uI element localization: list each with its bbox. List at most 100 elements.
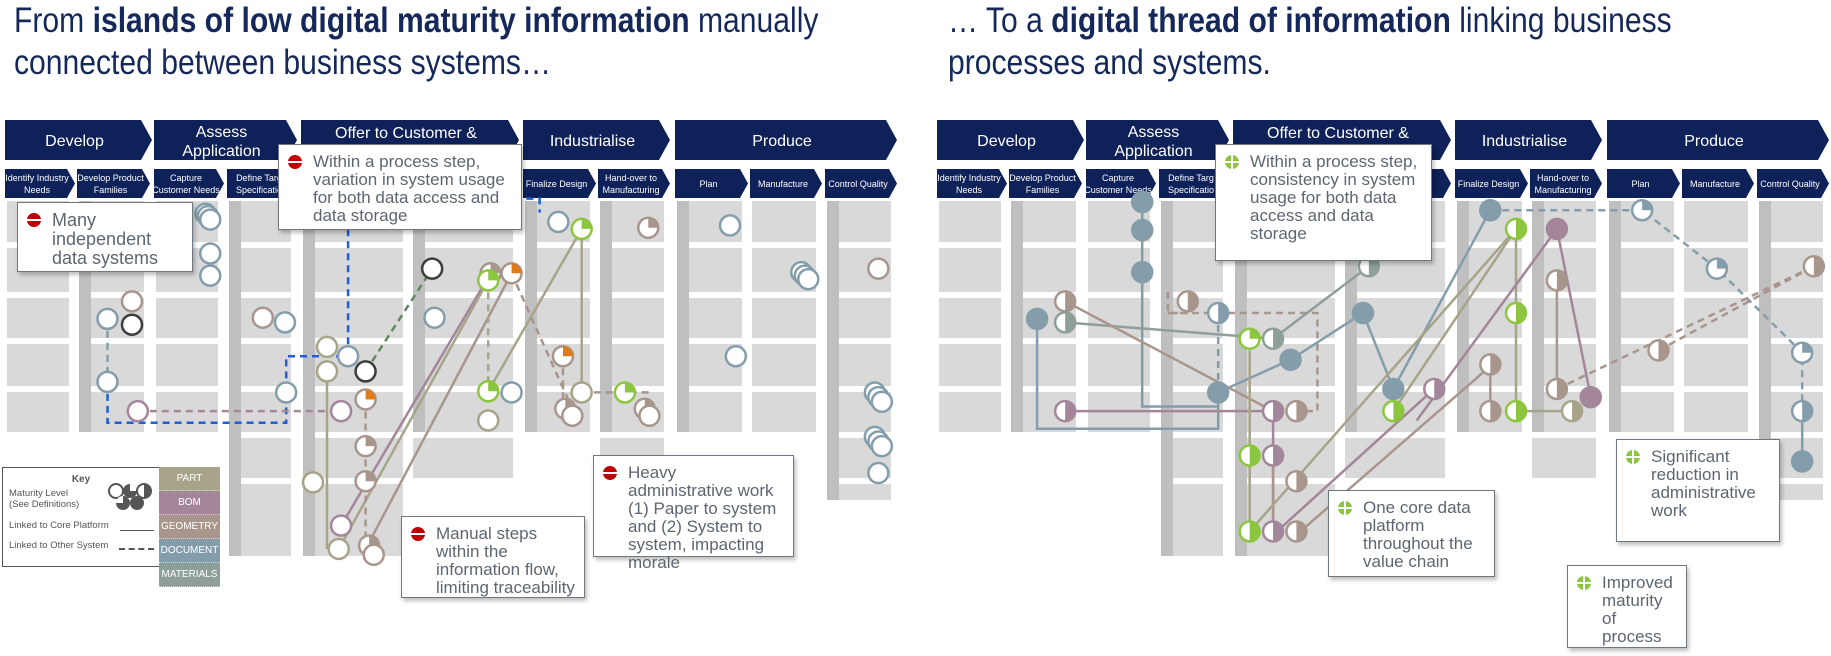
substep-label: Manufacturing	[602, 185, 659, 195]
stage-label: Offer to Customer &	[335, 125, 477, 142]
grid-cell	[752, 344, 816, 386]
maturity-node-icon	[1579, 385, 1603, 409]
substep-label: Needs	[24, 185, 51, 195]
grid-cell	[939, 392, 1001, 432]
grid-strip	[1532, 201, 1544, 432]
maturity-node-icon	[126, 399, 150, 423]
core-platform-link	[337, 279, 490, 550]
maturity-node-icon	[327, 537, 350, 561]
callout-improved-maturity: Improved maturity of process	[1567, 565, 1687, 648]
substep-label: Customer Needs	[1084, 185, 1152, 195]
right-title-pre: … To a	[948, 1, 1052, 40]
substep-10[interactable]: Control Quality	[1757, 169, 1829, 198]
substep-8[interactable]: Plan	[675, 169, 748, 198]
substep-6[interactable]: Finalize Design	[1455, 169, 1528, 198]
maturity-node-icon	[500, 262, 523, 285]
other-system-link	[364, 267, 434, 373]
substep-label: Capture	[1102, 173, 1134, 183]
maturity-node-icon	[570, 381, 593, 404]
core-platform-link	[1272, 387, 1436, 536]
stage-label: Develop	[977, 133, 1036, 150]
key-other-link: Linked to Other System	[9, 540, 109, 551]
substep-9[interactable]: Manufacture	[750, 169, 822, 198]
maturity-node-icon	[1285, 520, 1308, 543]
stage-4[interactable]: Produce	[1607, 120, 1829, 160]
maturity-node-icon	[1261, 399, 1285, 423]
red-minus-icon	[411, 527, 425, 541]
substep-9[interactable]: Manufacture	[1682, 169, 1754, 198]
grid-cell	[7, 344, 69, 386]
maturity-node-icon	[329, 399, 353, 423]
maturity-circles-icon	[108, 483, 152, 510]
data-type-legend: PART BOM GEOMETRY DOCUMENT MATERIALS	[159, 467, 220, 587]
stage-0[interactable]: Develop	[5, 120, 152, 160]
maturity-node-icon	[1351, 301, 1375, 325]
maturity-node-icon	[1238, 327, 1261, 350]
maturity-node-icon	[561, 404, 584, 428]
grid-strip	[1161, 201, 1173, 556]
green-plus-icon	[1338, 501, 1352, 515]
substep-8[interactable]: Plan	[1607, 169, 1680, 198]
left-title-pre: From	[14, 1, 93, 40]
red-minus-icon	[288, 155, 302, 169]
grid-cell	[303, 298, 403, 338]
substep-6[interactable]: Finalize Design	[523, 169, 596, 198]
maturity-node-icon	[1025, 307, 1049, 331]
maturity-node-icon	[1422, 377, 1446, 401]
key-core-link: Linked to Core Platform	[9, 520, 109, 531]
substep-label: Finalize Design	[526, 179, 588, 189]
maturity-node-icon	[570, 217, 593, 241]
maturity-node-icon	[1479, 399, 1502, 423]
maturity-node-icon	[354, 434, 377, 458]
maturity-node-icon	[354, 469, 377, 493]
core-platform-link	[487, 228, 583, 392]
grid-strip	[827, 201, 839, 500]
maturity-node-icon	[420, 257, 444, 280]
maturity-node-icon	[724, 344, 748, 368]
right-title: … To a digital thread of information lin…	[948, 0, 1672, 84]
maturity-node-icon	[1261, 444, 1285, 467]
maturity-node-icon	[1053, 399, 1077, 423]
grid-strip	[303, 201, 315, 556]
legend-part: PART	[159, 467, 220, 491]
substep-label: Develop Product	[77, 173, 144, 183]
substep-label: Specificatio	[1168, 185, 1214, 195]
grid-cell	[752, 392, 816, 432]
maturity-node-icon	[1206, 381, 1230, 404]
maturity-node-icon	[638, 404, 661, 428]
maturity-node-icon	[1545, 217, 1569, 241]
grid-cell	[1088, 344, 1150, 386]
stage-4[interactable]: Produce	[675, 120, 897, 160]
maturity-node-icon	[551, 344, 575, 368]
maturity-node-icon	[1053, 290, 1077, 313]
right-title-bold: digital thread of information	[1051, 1, 1451, 40]
maturity-node-icon	[1504, 399, 1528, 423]
core-platform-link	[1064, 300, 1274, 413]
stage-label: Develop	[45, 133, 104, 150]
maturity-node-icon	[1285, 469, 1308, 493]
callout-text: One core data platform throughout the va…	[1363, 498, 1473, 571]
stage-3[interactable]: Industrialise	[523, 120, 670, 160]
maturity-node-icon	[198, 208, 222, 231]
legend-geometry: GEOMETRY	[159, 515, 220, 539]
legend-materials: MATERIALS	[159, 563, 220, 587]
maturity-node-icon	[476, 269, 500, 292]
stage-3[interactable]: Industrialise	[1455, 120, 1602, 160]
stage-0[interactable]: Develop	[937, 120, 1084, 160]
grid-cell	[156, 298, 218, 338]
maturity-node-icon	[1279, 348, 1302, 371]
substep-10[interactable]: Control Quality	[825, 169, 897, 198]
maturity-node-icon	[1261, 520, 1285, 543]
